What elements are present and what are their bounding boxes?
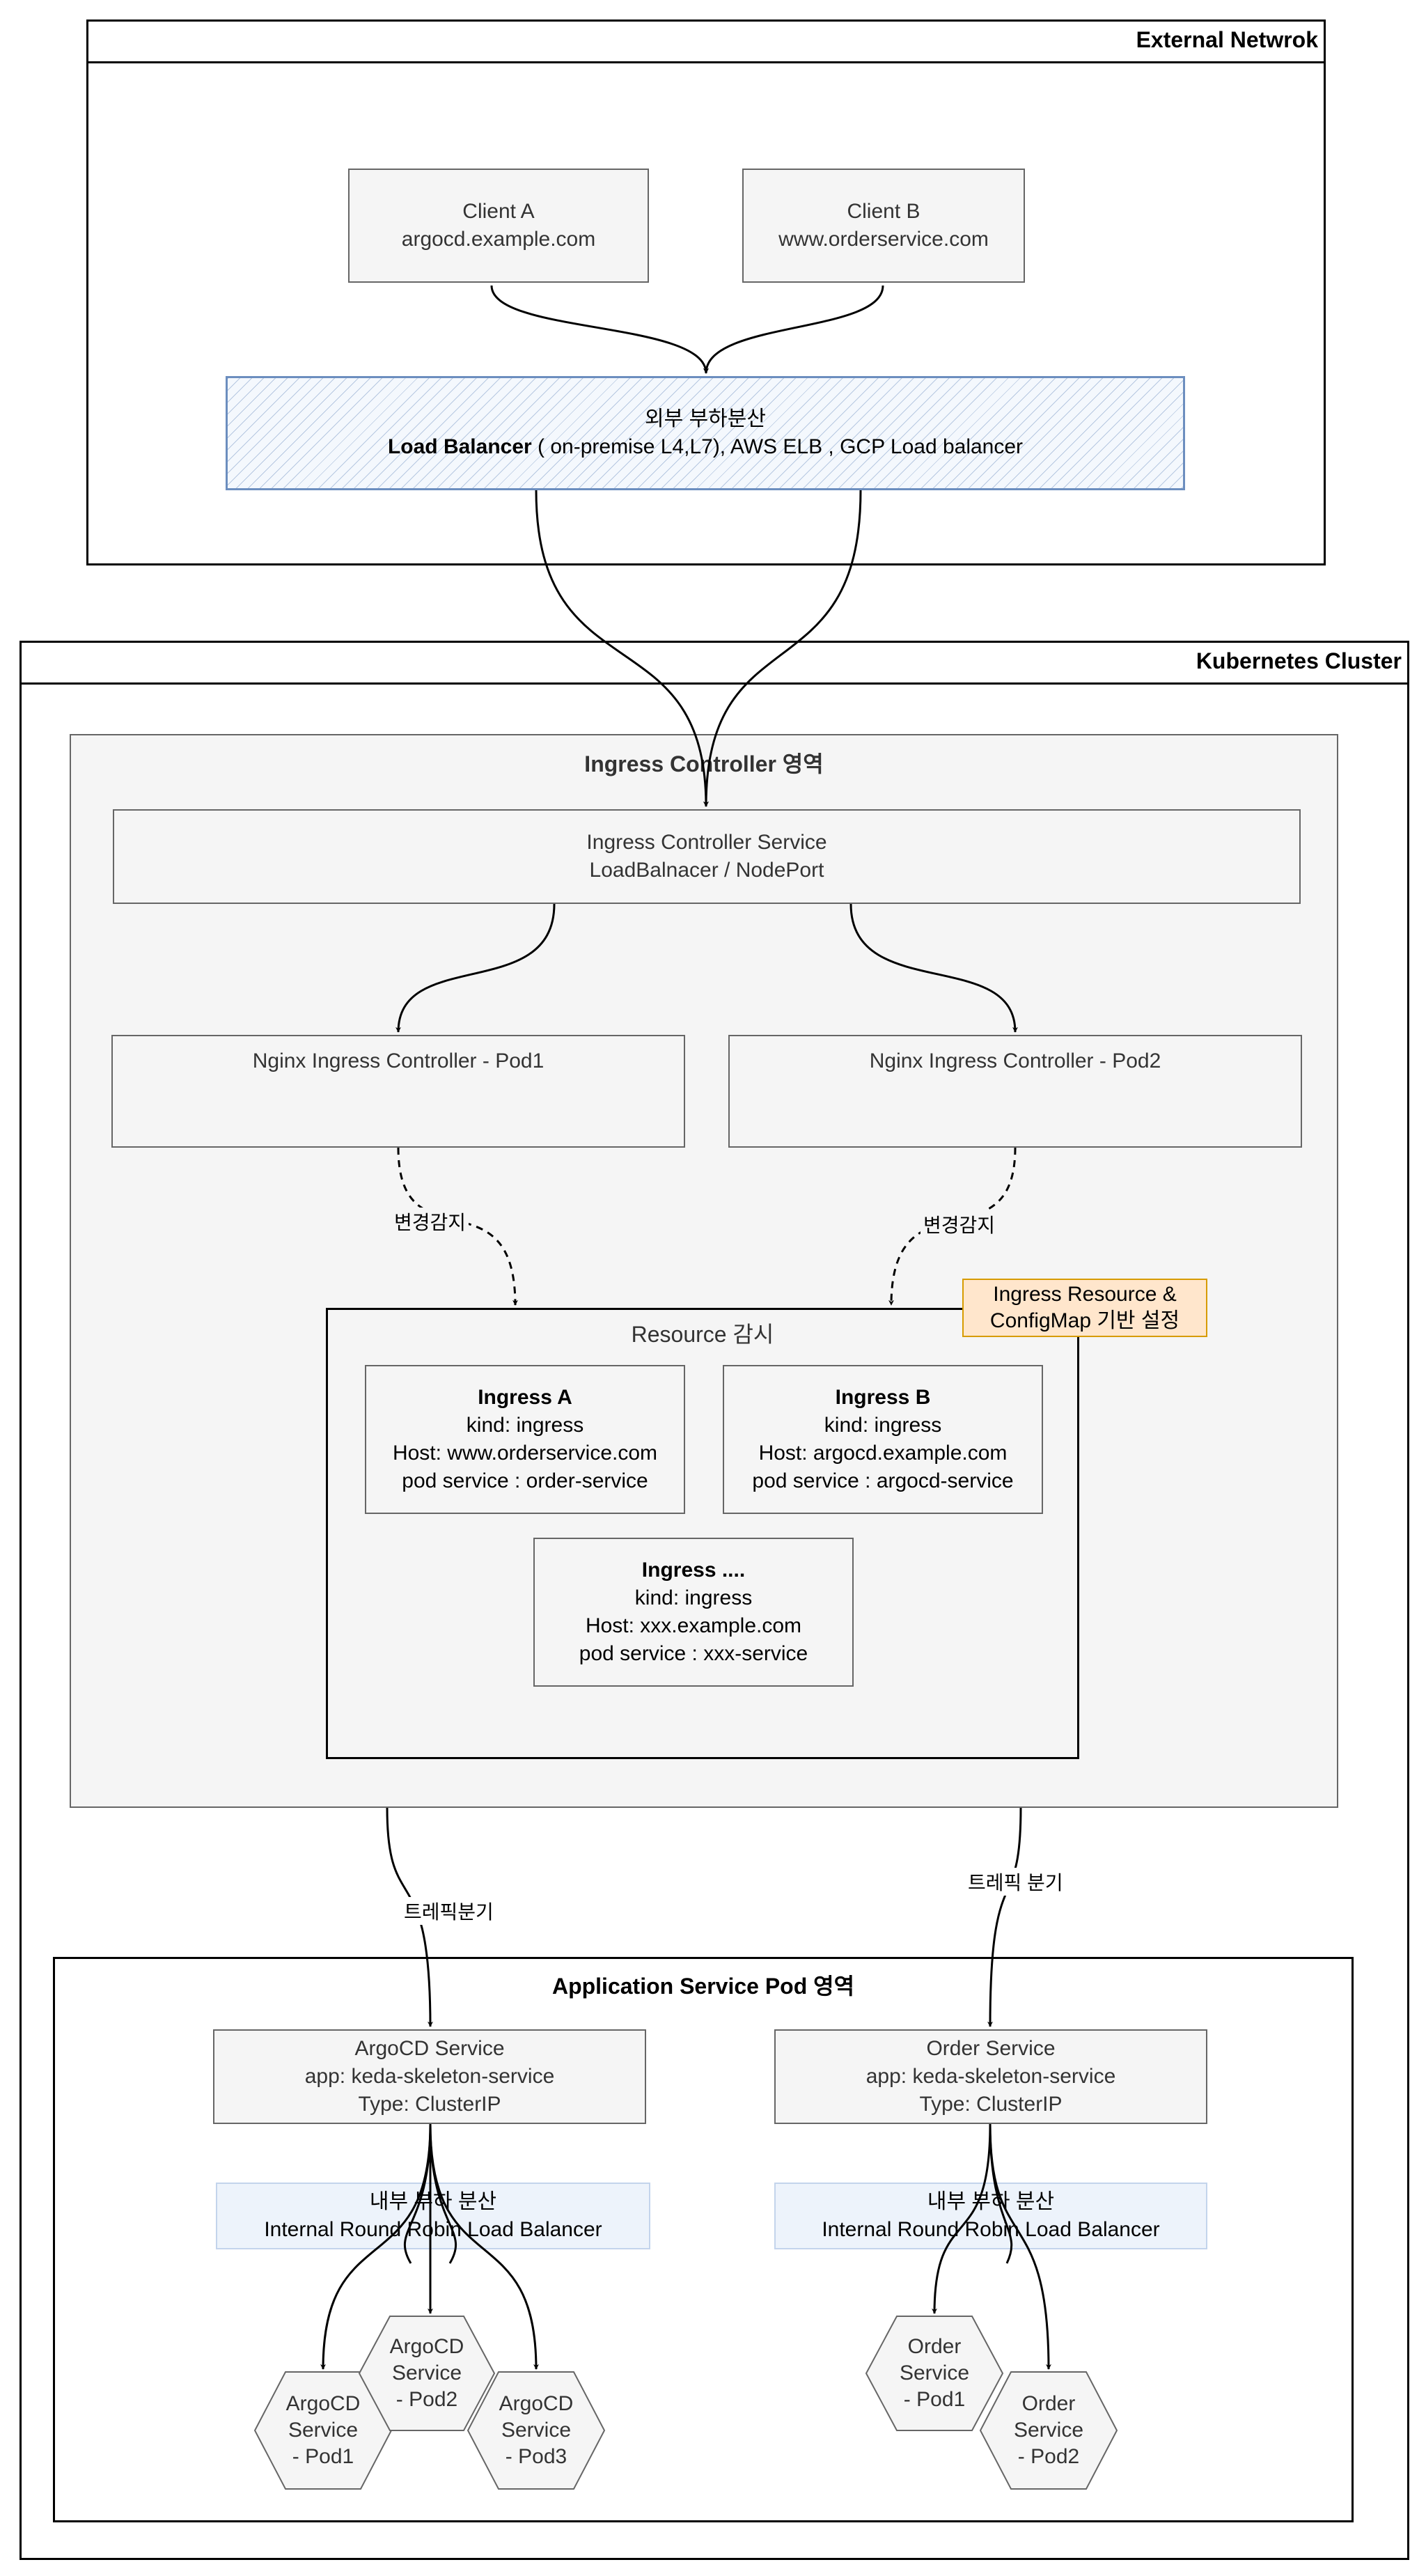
argocd-pod2-line2: Service: [391, 2362, 462, 2384]
ingress-other-kind: kind: ingress: [634, 1586, 753, 1609]
internal-lb-left-english: Internal Round Robin Load Balancer: [264, 2218, 602, 2241]
application-region-title: Application Service Pod 영역: [551, 1974, 855, 1999]
traffic-label-right: 트레픽 분기: [965, 1868, 1066, 1896]
order-pod1-line3: - Pod1: [903, 2388, 966, 2411]
external-network-title: External Netwrok: [1136, 27, 1318, 52]
resource-watch-title: Resource 감시: [631, 1322, 774, 1347]
argocd-pod2[interactable]: ArgoCD Service - Pod2: [369, 2319, 485, 2428]
ingress-resource-configmap-note: Ingress Resource & ConfigMap 기반 설정: [962, 1279, 1207, 1337]
internal-lb-right-english: Internal Round Robin Load Balancer: [822, 2218, 1160, 2241]
ingress-other-resource[interactable]: Ingress .... kind: ingress Host: xxx.exa…: [533, 1538, 854, 1687]
argocd-service-name: ArgoCD Service: [354, 2037, 505, 2060]
order-service-name: Order Service: [926, 2037, 1056, 2060]
argocd-pod2-line1: ArgoCD: [389, 2335, 464, 2358]
order-service-app: app: keda-skeleton-service: [865, 2065, 1116, 2088]
order-pod2-line2: Service: [1013, 2419, 1084, 2442]
argocd-service-type: Type: ClusterIP: [358, 2093, 501, 2116]
lb-bold-label: Load Balancer: [387, 435, 532, 458]
note-line1: Ingress Resource &: [993, 1283, 1177, 1306]
order-pod1[interactable]: Order Service - Pod1: [876, 2319, 993, 2428]
order-pod1-line1: Order: [907, 2335, 962, 2358]
argocd-pod1-line2: Service: [288, 2419, 359, 2442]
lb-description: Load Balancer ( on-premise L4,L7), AWS E…: [388, 433, 1023, 461]
nginx-ingress-pod2[interactable]: Nginx Ingress Controller - Pod2: [728, 1035, 1302, 1148]
client-b-name: Client B: [847, 200, 920, 223]
ingress-a-service: pod service : order-service: [402, 1469, 648, 1492]
client-a-name: Client A: [462, 200, 535, 223]
client-b-host: www.orderservice.com: [778, 228, 989, 251]
ingress-service-type: LoadBalnacer / NodePort: [589, 859, 824, 882]
note-line2: ConfigMap 기반 설정: [989, 1309, 1180, 1332]
internal-lb-left-korean: 내부 부하 분산: [369, 2190, 497, 2213]
nginx-pod1-label: Nginx Ingress Controller - Pod1: [252, 1049, 544, 1072]
ingress-service-name: Ingress Controller Service: [586, 831, 827, 854]
watch-label-right: 변경감지: [920, 1210, 998, 1238]
ingress-region-title: Ingress Controller 영역: [584, 751, 824, 776]
client-b-box[interactable]: Client B www.orderservice.com: [742, 169, 1025, 283]
lb-korean-label: 외부 부하분산: [645, 407, 766, 430]
kubernetes-cluster-header: Kubernetes Cluster: [22, 643, 1407, 685]
ingress-b-kind: kind: ingress: [824, 1414, 942, 1437]
internal-lb-right: 내부 부하 분산 Internal Round Robin Load Balan…: [774, 2183, 1207, 2249]
ingress-controller-service[interactable]: Ingress Controller Service LoadBalnacer …: [113, 809, 1301, 904]
application-service-region: Application Service Pod 영역: [53, 1957, 1354, 2522]
lb-rest-label: ( on-premise L4,L7), AWS ELB , GCP Load …: [531, 435, 1024, 458]
ingress-b-host: Host: argocd.example.com: [758, 1442, 1008, 1465]
argocd-pod2-line3: - Pod2: [395, 2388, 458, 2411]
order-pod2[interactable]: Order Service - Pod2: [990, 2376, 1107, 2485]
order-pod2-line1: Order: [1021, 2392, 1076, 2415]
external-load-balancer[interactable]: 외부 부하분산 Load Balancer ( on-premise L4,L7…: [226, 376, 1185, 490]
order-pod1-line2: Service: [899, 2362, 970, 2384]
order-pod2-line3: - Pod2: [1017, 2445, 1080, 2468]
order-service-type: Type: ClusterIP: [919, 2093, 1063, 2116]
client-a-host: argocd.example.com: [401, 228, 596, 251]
argocd-pod3[interactable]: ArgoCD Service - Pod3: [478, 2376, 595, 2485]
ingress-other-host: Host: xxx.example.com: [585, 1614, 802, 1637]
ingress-b-resource[interactable]: Ingress B kind: ingress Host: argocd.exa…: [723, 1365, 1043, 1514]
external-network-header: External Netwrok: [88, 22, 1324, 63]
argocd-pod3-line1: ArgoCD: [499, 2392, 574, 2415]
argocd-pod3-line2: Service: [501, 2419, 572, 2442]
ingress-a-host: Host: www.orderservice.com: [392, 1442, 658, 1465]
ingress-other-name: Ingress ....: [641, 1559, 746, 1582]
argocd-pod1-line1: ArgoCD: [285, 2392, 361, 2415]
argocd-pod3-line3: - Pod3: [505, 2445, 567, 2468]
ingress-b-service: pod service : argocd-service: [752, 1469, 1014, 1492]
watch-label-left: 변경감지: [391, 1208, 469, 1235]
traffic-label-left: 트레픽분기: [401, 1897, 496, 1925]
internal-lb-right-korean: 내부 부하 분산: [927, 2190, 1055, 2213]
order-service-box[interactable]: Order Service app: keda-skeleton-service…: [774, 2029, 1207, 2124]
argocd-service-app: app: keda-skeleton-service: [304, 2065, 555, 2088]
nginx-ingress-pod1[interactable]: Nginx Ingress Controller - Pod1: [111, 1035, 685, 1148]
internal-lb-left: 내부 부하 분산 Internal Round Robin Load Balan…: [216, 2183, 650, 2249]
client-a-box[interactable]: Client A argocd.example.com: [348, 169, 649, 283]
ingress-a-resource[interactable]: Ingress A kind: ingress Host: www.orders…: [365, 1365, 685, 1514]
ingress-a-name: Ingress A: [478, 1386, 572, 1409]
kubernetes-cluster-title: Kubernetes Cluster: [1196, 648, 1402, 673]
nginx-pod2-label: Nginx Ingress Controller - Pod2: [869, 1049, 1161, 1072]
ingress-other-service: pod service : xxx-service: [579, 1642, 808, 1665]
argocd-service-box[interactable]: ArgoCD Service app: keda-skeleton-servic…: [213, 2029, 646, 2124]
argocd-pod1[interactable]: ArgoCD Service - Pod1: [265, 2376, 382, 2485]
ingress-b-name: Ingress B: [835, 1386, 931, 1409]
argocd-pod1-line3: - Pod1: [292, 2445, 354, 2468]
ingress-a-kind: kind: ingress: [466, 1414, 584, 1437]
